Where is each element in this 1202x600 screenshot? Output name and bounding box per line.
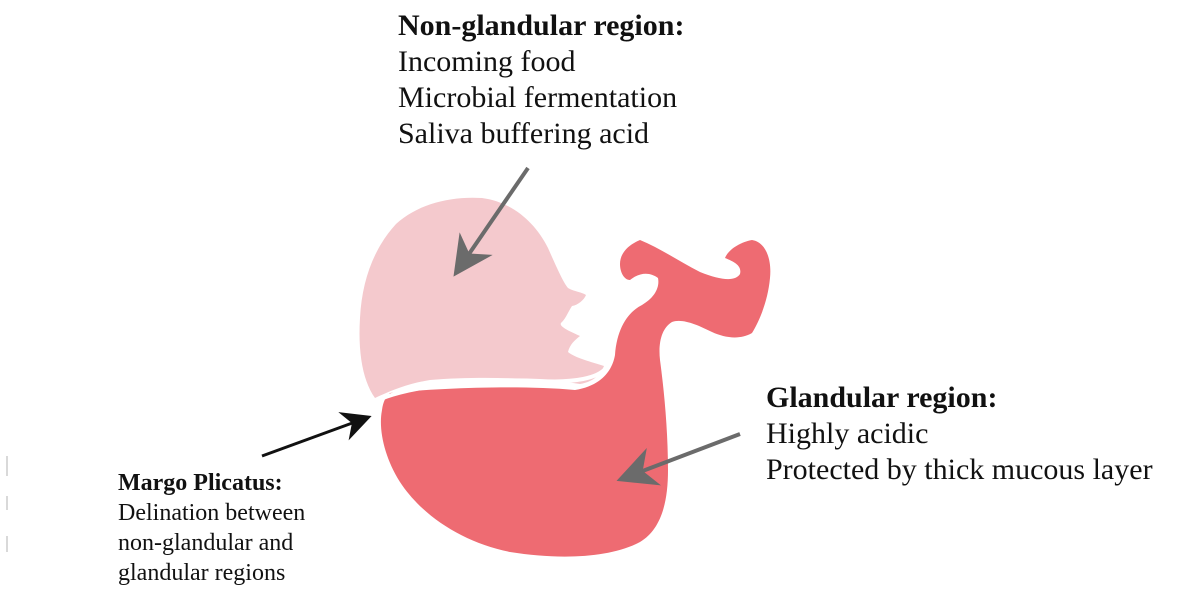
margo-plicatus-line-2: non-glandular and	[118, 528, 305, 558]
margo-plicatus-line-3: glandular regions	[118, 558, 305, 588]
margo-plicatus-heading: Margo Plicatus:	[118, 468, 305, 498]
non-glandular-line-2: Microbial fermentation	[398, 80, 684, 116]
edge-mark	[6, 456, 8, 476]
margo-plicatus-arrow	[262, 418, 366, 456]
margo-plicatus-label: Margo Plicatus: Delination between non-g…	[118, 468, 305, 588]
edge-mark	[6, 536, 8, 552]
non-glandular-region-shape	[360, 198, 604, 398]
glandular-line-2: Protected by thick mucous layer	[766, 452, 1153, 488]
non-glandular-line-1: Incoming food	[398, 44, 684, 80]
glandular-label: Glandular region: Highly acidic Protecte…	[766, 380, 1153, 488]
non-glandular-line-3: Saliva buffering acid	[398, 116, 684, 152]
glandular-heading: Glandular region:	[766, 380, 1153, 416]
edge-mark	[6, 496, 8, 510]
margo-plicatus-line-1: Delination between	[118, 498, 305, 528]
non-glandular-heading: Non-glandular region:	[398, 8, 684, 44]
glandular-line-1: Highly acidic	[766, 416, 1153, 452]
non-glandular-label: Non-glandular region: Incoming food Micr…	[398, 8, 684, 152]
